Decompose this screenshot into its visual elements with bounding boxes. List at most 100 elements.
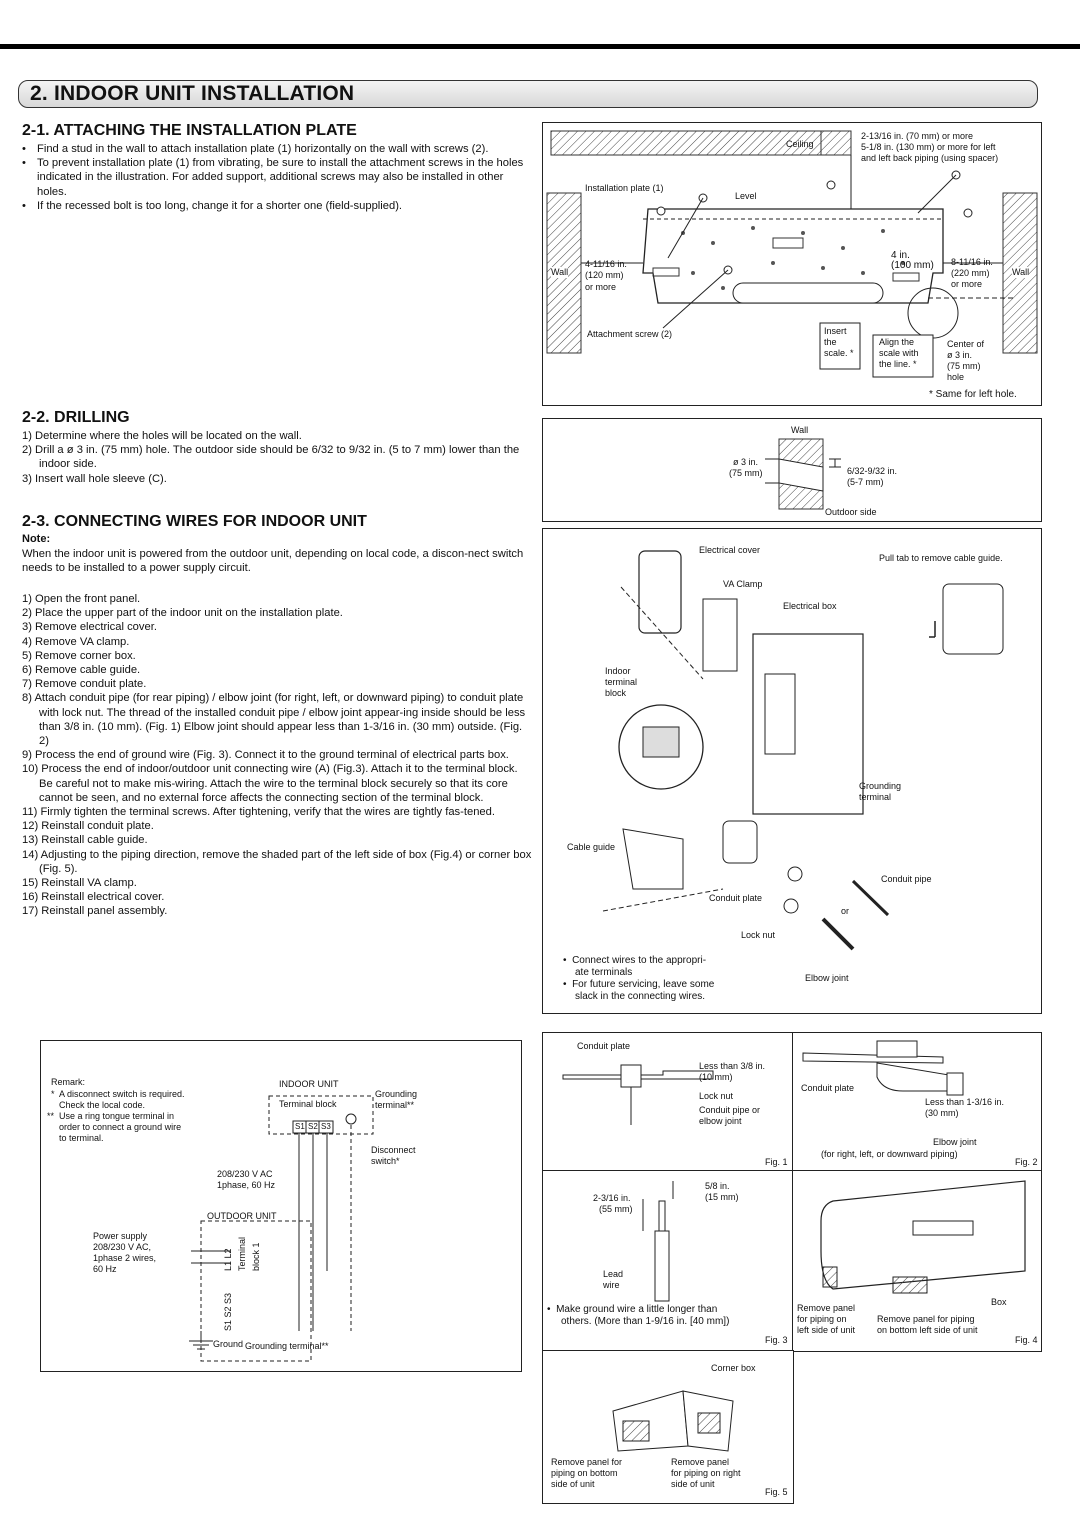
- supply-voltage-label-2: 1phase, 60 Hz: [217, 1180, 276, 1190]
- list-item: •If the recessed bolt is too long, chang…: [22, 199, 403, 212]
- installation-plate-figure: Ceiling 2-13/16 in. (70 mm) or more 5-1/…: [542, 122, 1042, 406]
- fig-1-caption: Fig. 1: [765, 1157, 788, 1167]
- left-dim-label-3: or more: [585, 282, 617, 292]
- grounding-terminal-label: Grounding: [859, 781, 902, 791]
- elbow-joint-label-2: (for right, left, or downward piping): [821, 1149, 958, 1159]
- lock-nut-label: Lock nut: [741, 930, 776, 940]
- remove-left-panel-label: Remove panel: [797, 1303, 856, 1313]
- fig-4-caption: Fig. 4: [1015, 1335, 1038, 1345]
- terminal-s3: S3: [321, 1122, 331, 1131]
- power-supply-label-3: 1phase 2 wires,: [93, 1253, 157, 1263]
- fig-1: Conduit plate Less than 3/8 in. (10 mm) …: [542, 1032, 794, 1172]
- terminal-block-vertical: Terminal: [237, 1236, 247, 1271]
- list-item: 3) Remove electrical cover.: [22, 621, 157, 634]
- box-panel-drawing: [820, 1180, 1026, 1294]
- fig-3-caption: Fig. 3: [765, 1335, 788, 1345]
- conduit-plate-label: Conduit plate: [577, 1041, 631, 1051]
- note-text: When the indoor unit is powered from the…: [22, 548, 524, 575]
- strip-length-label-2: (15 mm): [705, 1192, 739, 1202]
- grounding-terminal-label: Grounding: [375, 1089, 418, 1099]
- page-title: 2. INDOOR UNIT INSTALLATION: [30, 82, 355, 105]
- remark-star: *: [51, 1089, 55, 1099]
- top-rule: [0, 44, 1080, 49]
- list-item: 2) Drill a ø 3 in. (75 mm) hole. The out…: [22, 444, 520, 471]
- section-heading-2-3: 2-3. CONNECTING WIRES FOR INDOOR UNIT: [22, 513, 367, 530]
- fig-5-caption: Fig. 5: [765, 1487, 788, 1497]
- level-label: Level: [735, 191, 757, 201]
- grounding-terminal-label-2: terminal**: [375, 1100, 415, 1110]
- fig-5: Corner box Remove panel for piping on bo…: [542, 1350, 794, 1504]
- elbow-joint-label: Elbow joint: [933, 1137, 977, 1147]
- wiring-assembly-drawing: [602, 550, 1004, 951]
- electrical-cover-label: Electrical cover: [699, 545, 761, 555]
- ceiling-dim-label-3: and left back piping (using spacer): [861, 153, 999, 163]
- list-item: 10) Process the end of indoor/outdoor un…: [22, 763, 518, 804]
- terminal-block-label: Terminal block: [279, 1099, 337, 1109]
- disconnect-switch-label: Disconnect: [371, 1145, 416, 1155]
- conduit-plate-label: Conduit plate: [709, 893, 763, 903]
- fig-2-caption: Fig. 2: [1015, 1157, 1038, 1167]
- indoor-terminal-block-label-3: block: [605, 688, 627, 698]
- align-label-2: scale with: [879, 348, 919, 358]
- list-item: •To prevent installation plate (1) from …: [22, 157, 524, 198]
- list-item: 7) Remove conduit plate.: [22, 678, 147, 691]
- right-dim-label-3: or more: [951, 279, 983, 289]
- va-clamp-label: VA Clamp: [723, 579, 763, 589]
- terminal-block-vertical-2: block 1: [251, 1242, 261, 1271]
- indoor-terminal-block-label: Indoor: [605, 666, 631, 676]
- list-item: 3) Insert wall hole sleeve (C).: [22, 472, 167, 485]
- electrical-box-label: Electrical box: [783, 601, 837, 611]
- box-label: Box: [991, 1297, 1007, 1307]
- list-item: 14) Adjusting to the piping direction, r…: [22, 848, 532, 875]
- indoor-terminal-block-label-2: terminal: [605, 677, 638, 687]
- conduit-pipe-label: Conduit pipe or: [699, 1105, 761, 1115]
- wall-hole-drawing: [765, 438, 841, 510]
- left-dim-label: 4-11/16 in.: [585, 259, 627, 269]
- list-item: • For future servicing, leave some: [563, 979, 715, 990]
- less-than-label: Less than 3/8 in.: [699, 1061, 766, 1071]
- grounding-terminal-label-2: terminal: [859, 792, 892, 802]
- wiring-assembly-figure: Electrical cover VA Clamp Electrical box…: [542, 528, 1042, 1014]
- remove-right-panel-label-3: side of unit: [671, 1479, 715, 1489]
- drop-dim-label-2: (5-7 mm): [847, 477, 884, 487]
- terminal-s2: S2: [308, 1122, 318, 1131]
- remove-bottom-panel-label-2: on bottom left side of unit: [877, 1325, 978, 1335]
- ground-label: Ground: [213, 1339, 244, 1349]
- remove-bottom-panel-label-2: piping on bottom: [551, 1468, 618, 1478]
- remove-bottom-panel-label: Remove panel for piping: [877, 1314, 975, 1324]
- list-item: 15) Reinstall VA clamp.: [22, 877, 137, 890]
- wall-right-label: Wall: [1012, 267, 1030, 278]
- terminal-l-labels: L1 L2: [223, 1248, 233, 1271]
- list-item: 9) Process the end of ground wire (Fig. …: [22, 749, 509, 762]
- indoor-unit-label: INDOOR UNIT: [279, 1079, 339, 1089]
- supply-voltage-label: 208/230 V AC: [217, 1169, 273, 1179]
- hole-diameter-label-2: (75 mm): [729, 468, 763, 478]
- lead-length-label: 2-3/16 in.: [593, 1193, 631, 1203]
- center-hole-label-2: ø 3 in.: [947, 350, 973, 360]
- list-item: 1) Open the front panel.: [22, 593, 141, 605]
- ceiling-label: Ceiling: [786, 139, 814, 149]
- lead-wire-label: Lead: [603, 1269, 624, 1279]
- bullet-list-2-1: •Find a stud in the wall to attach insta…: [22, 142, 532, 213]
- corner-box-drawing: [612, 1390, 734, 1452]
- right-dim-label: 8-11/16 in.: [951, 257, 993, 267]
- attachment-screw-label: Attachment screw (2): [587, 329, 673, 339]
- align-label-3: the line. *: [879, 359, 917, 369]
- power-supply-label-2: 208/230 V AC,: [93, 1242, 152, 1252]
- hole-diameter-label: ø 3 in.: [733, 457, 759, 467]
- center-hole-label-4: hole: [947, 372, 965, 382]
- grounding-terminal-bottom-label: Grounding terminal**: [245, 1341, 329, 1351]
- list-item: ate terminals: [575, 967, 633, 978]
- conduit-pipe-label-2: elbow joint: [699, 1116, 742, 1126]
- list-item: slack in the connecting wires.: [575, 991, 706, 1002]
- center-hole-label: Center of: [947, 339, 985, 349]
- list-item: 4) Remove VA clamp.: [22, 635, 130, 648]
- fig-3: 5/8 in. (15 mm) 2-3/16 in. (55 mm) Lead …: [542, 1170, 794, 1352]
- lead-length-label-2: (55 mm): [599, 1204, 633, 1214]
- drilling-steps: 1) Determine where the holes will be loc…: [22, 429, 532, 486]
- section-heading-2-2: 2-2. DRILLING: [22, 409, 130, 426]
- list-item: 13) Reinstall cable guide.: [22, 834, 148, 847]
- list-item: 16) Reinstall electrical cover.: [22, 891, 165, 904]
- power-supply-label: Power supply: [93, 1231, 148, 1241]
- ceiling-dim-label: 2-13/16 in. (70 mm) or more: [861, 131, 974, 141]
